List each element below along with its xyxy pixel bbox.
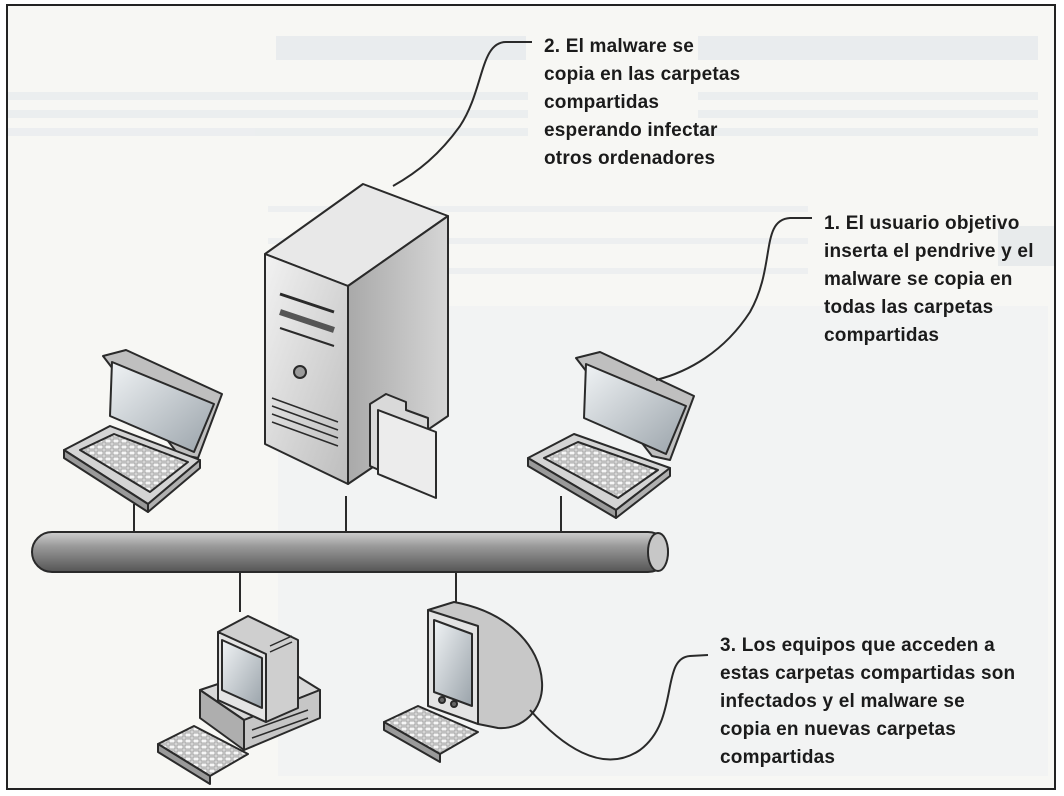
laptop-icon [527, 351, 695, 519]
keyboard-icon [157, 725, 249, 785]
callout-leaders [392, 41, 812, 761]
callout-step-1: 1. El usuario objetivo inserta el pendri… [824, 213, 1034, 346]
callout-step-3: 3. Los equipos que acceden a estas carpe… [720, 635, 1016, 768]
crt-monitor-icon [427, 601, 544, 730]
callout-step-2: 2. El malware se copia en las carpetas c… [544, 36, 741, 169]
callout-3-leader [529, 654, 709, 761]
keyboard-icon [383, 705, 479, 763]
diagram-frame: 2. El malware se copia en las carpetas c… [6, 4, 1056, 790]
callout-2-leader [392, 41, 532, 187]
laptop-icon [63, 349, 223, 513]
desktop-computer-icon [199, 615, 321, 751]
callout-1-leader [655, 217, 812, 381]
network-bus-icon [31, 531, 669, 573]
folder-icon [369, 393, 437, 499]
network-connectors [133, 496, 562, 612]
network-infection-diagram [8, 36, 1054, 785]
